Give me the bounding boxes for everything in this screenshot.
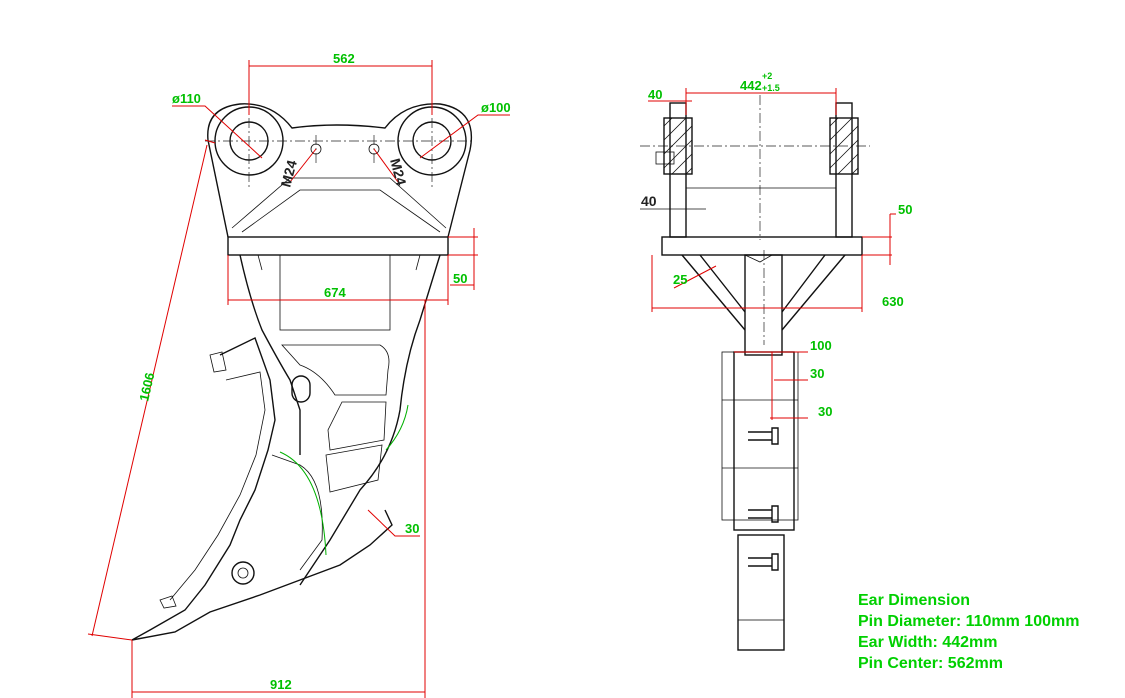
ear-info-pin-center: Pin Center: 562mm — [858, 655, 1003, 672]
dim-bolt-left: M24 — [277, 158, 300, 189]
dim-shank-step-1: 30 — [810, 366, 824, 381]
dim-bolt-right: M24 — [387, 157, 410, 188]
shank-hole — [291, 375, 311, 403]
dim-shank-step-2: 30 — [818, 404, 832, 419]
dim-pin-right-dia: ø100 — [481, 100, 511, 115]
shank-pocket-2 — [327, 401, 387, 451]
dim-overall-width: 912 — [270, 677, 292, 692]
side-mount-plate — [661, 236, 863, 256]
dim-plate-width: 674 — [324, 285, 346, 300]
dim-gusset: 25 — [673, 272, 687, 287]
shank-pocket-1 — [281, 344, 390, 396]
tooth-pin-inner — [237, 567, 249, 579]
side-shank-lower — [733, 351, 795, 531]
dim-side-plate-thickness: 50 — [898, 202, 912, 217]
ear-inner-outline-2 — [231, 177, 447, 229]
side-tip — [737, 534, 785, 651]
grease-nipple — [655, 151, 675, 165]
ear-info-title: Ear Dimension — [858, 592, 971, 609]
dim-ear-width-tol-upper: +2 — [762, 71, 772, 81]
boss-left — [663, 117, 693, 175]
tooth-inner-2 — [271, 454, 323, 571]
mount-box — [279, 254, 391, 331]
tooth-inner — [169, 371, 266, 601]
side-bolts — [748, 427, 779, 571]
dim-plate-thickness: 50 — [453, 271, 467, 286]
shank-body — [239, 254, 441, 586]
dim-side-plate-width: 630 — [882, 294, 904, 309]
side-shank — [744, 254, 783, 356]
dim-ear-plate-side: 40 — [641, 193, 657, 209]
ear-info-pin-diameter: Pin Diameter: 110mm 100mm — [858, 613, 1080, 630]
tooth-pin-outer — [231, 561, 255, 585]
dim-tip-thickness: 30 — [405, 521, 419, 536]
ear-plate-left — [669, 102, 687, 238]
front-view: 562 ø110 ø100 M24 M24 674 50 1606 30 912 — [87, 51, 511, 698]
side-gusset — [681, 254, 846, 331]
ear-plate-outline — [207, 103, 472, 238]
dim-ear-width-main: 442 — [740, 78, 762, 93]
mount-plate — [227, 236, 449, 256]
dim-shank-width: 100 — [810, 338, 832, 353]
ear-info-ear-width: Ear Width: 442mm — [858, 634, 998, 651]
ear-inner-outline — [241, 189, 441, 233]
dim-overall-length: 1606 — [136, 371, 157, 403]
side-view: 442 +2 +1.5 40 40 50 25 630 100 30 30 — [640, 71, 912, 651]
ear-plate-right — [835, 102, 853, 238]
tooth-adapter — [131, 337, 393, 641]
ear-dimension-note: Ear Dimension Pin Diameter: 110mm 100mm … — [858, 590, 1079, 674]
boss-right — [829, 117, 859, 175]
dim-ear-plate-top: 40 — [648, 87, 662, 102]
dim-pin-center: 562 — [333, 51, 355, 66]
shank-pocket-3 — [325, 444, 383, 493]
dim-ear-width-tol-lower: +1.5 — [762, 83, 780, 93]
dim-pin-left-dia: ø110 — [172, 91, 201, 106]
